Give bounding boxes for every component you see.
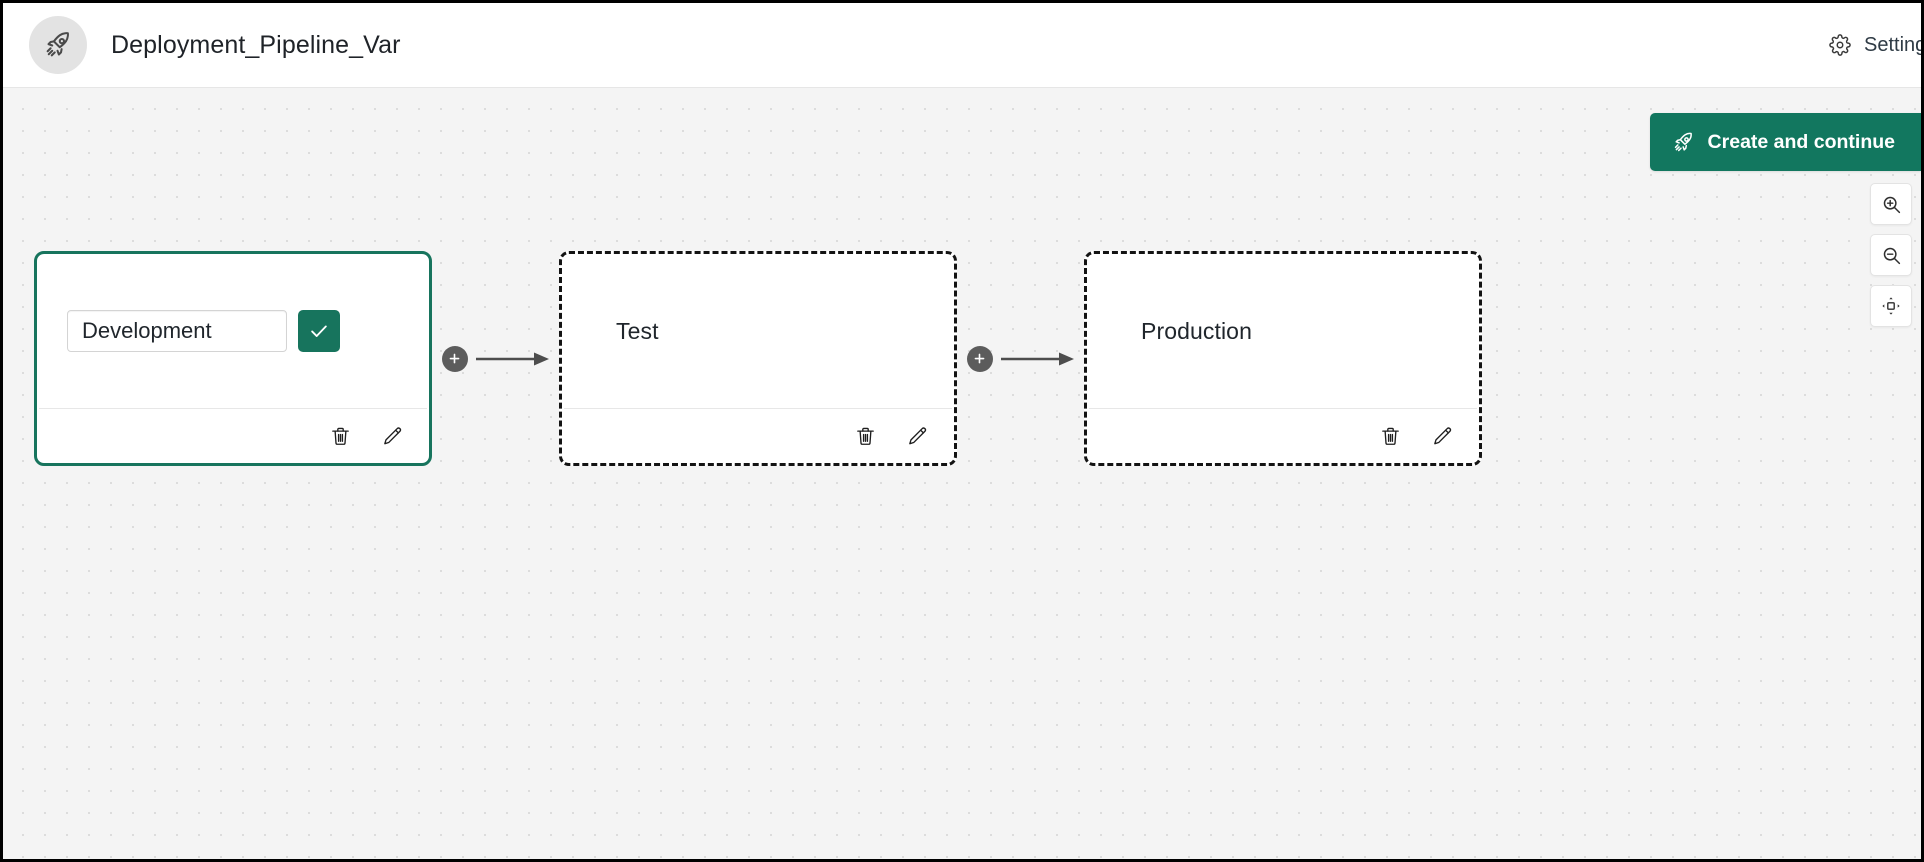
pencil-icon[interactable] <box>1429 423 1455 449</box>
fit-view-icon <box>1880 295 1902 317</box>
stage-divider <box>1089 408 1477 409</box>
zoom-out-button[interactable] <box>1870 234 1912 276</box>
flow-connector-2 <box>957 251 1084 466</box>
rocket-icon <box>1672 131 1695 154</box>
pipeline-canvas[interactable]: Create and continue <box>3 88 1921 859</box>
arrow-right-icon <box>1000 352 1074 365</box>
fit-view-button[interactable] <box>1870 285 1912 327</box>
stage-name-edit-row <box>67 310 340 352</box>
pencil-icon[interactable] <box>379 423 405 449</box>
stage-body: Test <box>562 254 954 408</box>
stage-node-test[interactable]: Test <box>559 251 957 466</box>
plus-icon <box>447 351 462 366</box>
stage-divider <box>39 408 427 409</box>
stage-body <box>37 254 429 408</box>
stage-node-production[interactable]: Production <box>1084 251 1482 466</box>
stage-footer <box>1087 409 1479 463</box>
stage-footer <box>562 409 954 463</box>
stage-label: Test <box>616 317 659 344</box>
add-stage-button[interactable] <box>966 345 993 372</box>
zoom-out-icon <box>1881 245 1902 266</box>
gear-icon <box>1829 34 1851 56</box>
check-icon <box>308 320 330 342</box>
create-and-continue-label: Create and continue <box>1707 130 1895 153</box>
page-title: Deployment_Pipeline_Var <box>111 30 401 59</box>
rocket-icon <box>29 16 87 74</box>
zoom-in-button[interactable] <box>1870 183 1912 225</box>
flow-connector-1 <box>432 251 559 466</box>
arrow-right-icon <box>475 352 549 365</box>
settings-button[interactable]: Settings <box>1829 34 1921 57</box>
stage-footer <box>37 409 429 463</box>
zoom-in-icon <box>1881 194 1902 215</box>
stage-name-input[interactable] <box>67 310 287 352</box>
stage-body: Production <box>1087 254 1479 408</box>
trash-icon[interactable] <box>1377 423 1403 449</box>
plus-icon <box>972 351 987 366</box>
stage-confirm-button[interactable] <box>298 310 340 352</box>
stage-divider <box>564 408 952 409</box>
create-and-continue-button[interactable]: Create and continue <box>1649 113 1921 171</box>
trash-icon[interactable] <box>327 423 353 449</box>
trash-icon[interactable] <box>852 423 878 449</box>
settings-label: Settings <box>1864 33 1921 56</box>
pipeline-flow: Test <box>34 251 1482 466</box>
add-stage-button[interactable] <box>441 345 468 372</box>
app-header: Deployment_Pipeline_Var Settings <box>3 3 1921 88</box>
stage-label: Production <box>1141 317 1252 344</box>
pencil-icon[interactable] <box>904 423 930 449</box>
stage-node-development[interactable] <box>34 251 432 466</box>
canvas-controls <box>1870 183 1912 327</box>
